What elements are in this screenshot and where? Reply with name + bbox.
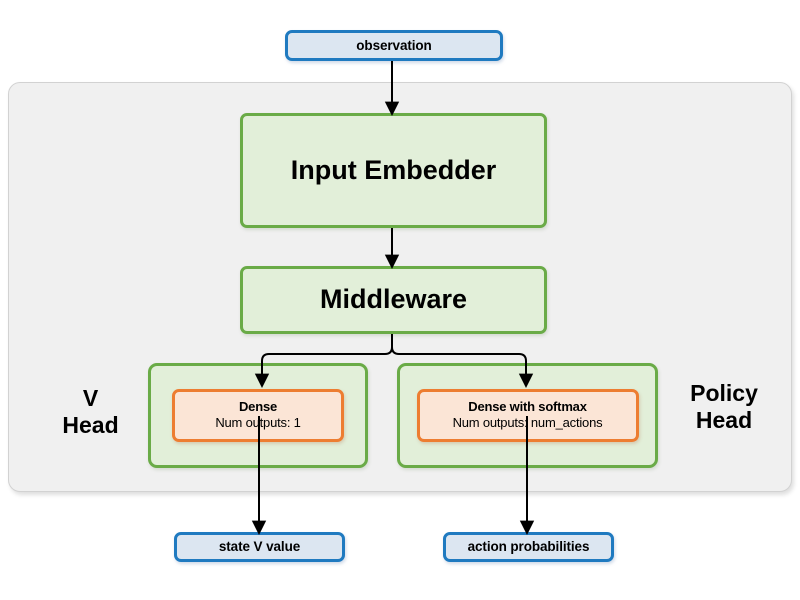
label-v-head: V Head bbox=[62, 385, 119, 439]
node-middleware[interactable]: Middleware bbox=[240, 266, 547, 334]
node-policy-dense-title: Dense with softmax bbox=[468, 399, 587, 415]
node-policy-dense-subtitle: Num outputs: num_actions bbox=[452, 415, 603, 430]
node-middleware-label: Middleware bbox=[319, 284, 468, 315]
label-policy-head: Policy Head bbox=[690, 380, 758, 434]
node-v-dense[interactable]: Dense Num outputs: 1 bbox=[172, 389, 344, 442]
node-action-probabilities-label: action probabilities bbox=[467, 539, 590, 555]
node-observation[interactable]: observation bbox=[285, 30, 503, 61]
node-action-probabilities[interactable]: action probabilities bbox=[443, 532, 614, 562]
node-input-embedder-label: Input Embedder bbox=[290, 154, 497, 185]
group-v-head[interactable]: Dense Num outputs: 1 bbox=[148, 363, 368, 468]
node-state-v-value[interactable]: state V value bbox=[174, 532, 345, 562]
node-v-dense-title: Dense bbox=[238, 399, 278, 415]
node-observation-label: observation bbox=[356, 37, 432, 53]
node-input-embedder[interactable]: Input Embedder bbox=[240, 113, 547, 228]
node-v-dense-subtitle: Num outputs: 1 bbox=[215, 415, 301, 430]
node-policy-dense[interactable]: Dense with softmax Num outputs: num_acti… bbox=[416, 389, 639, 442]
node-state-v-value-label: state V value bbox=[218, 539, 301, 555]
group-policy-head[interactable]: Dense with softmax Num outputs: num_acti… bbox=[397, 363, 658, 468]
